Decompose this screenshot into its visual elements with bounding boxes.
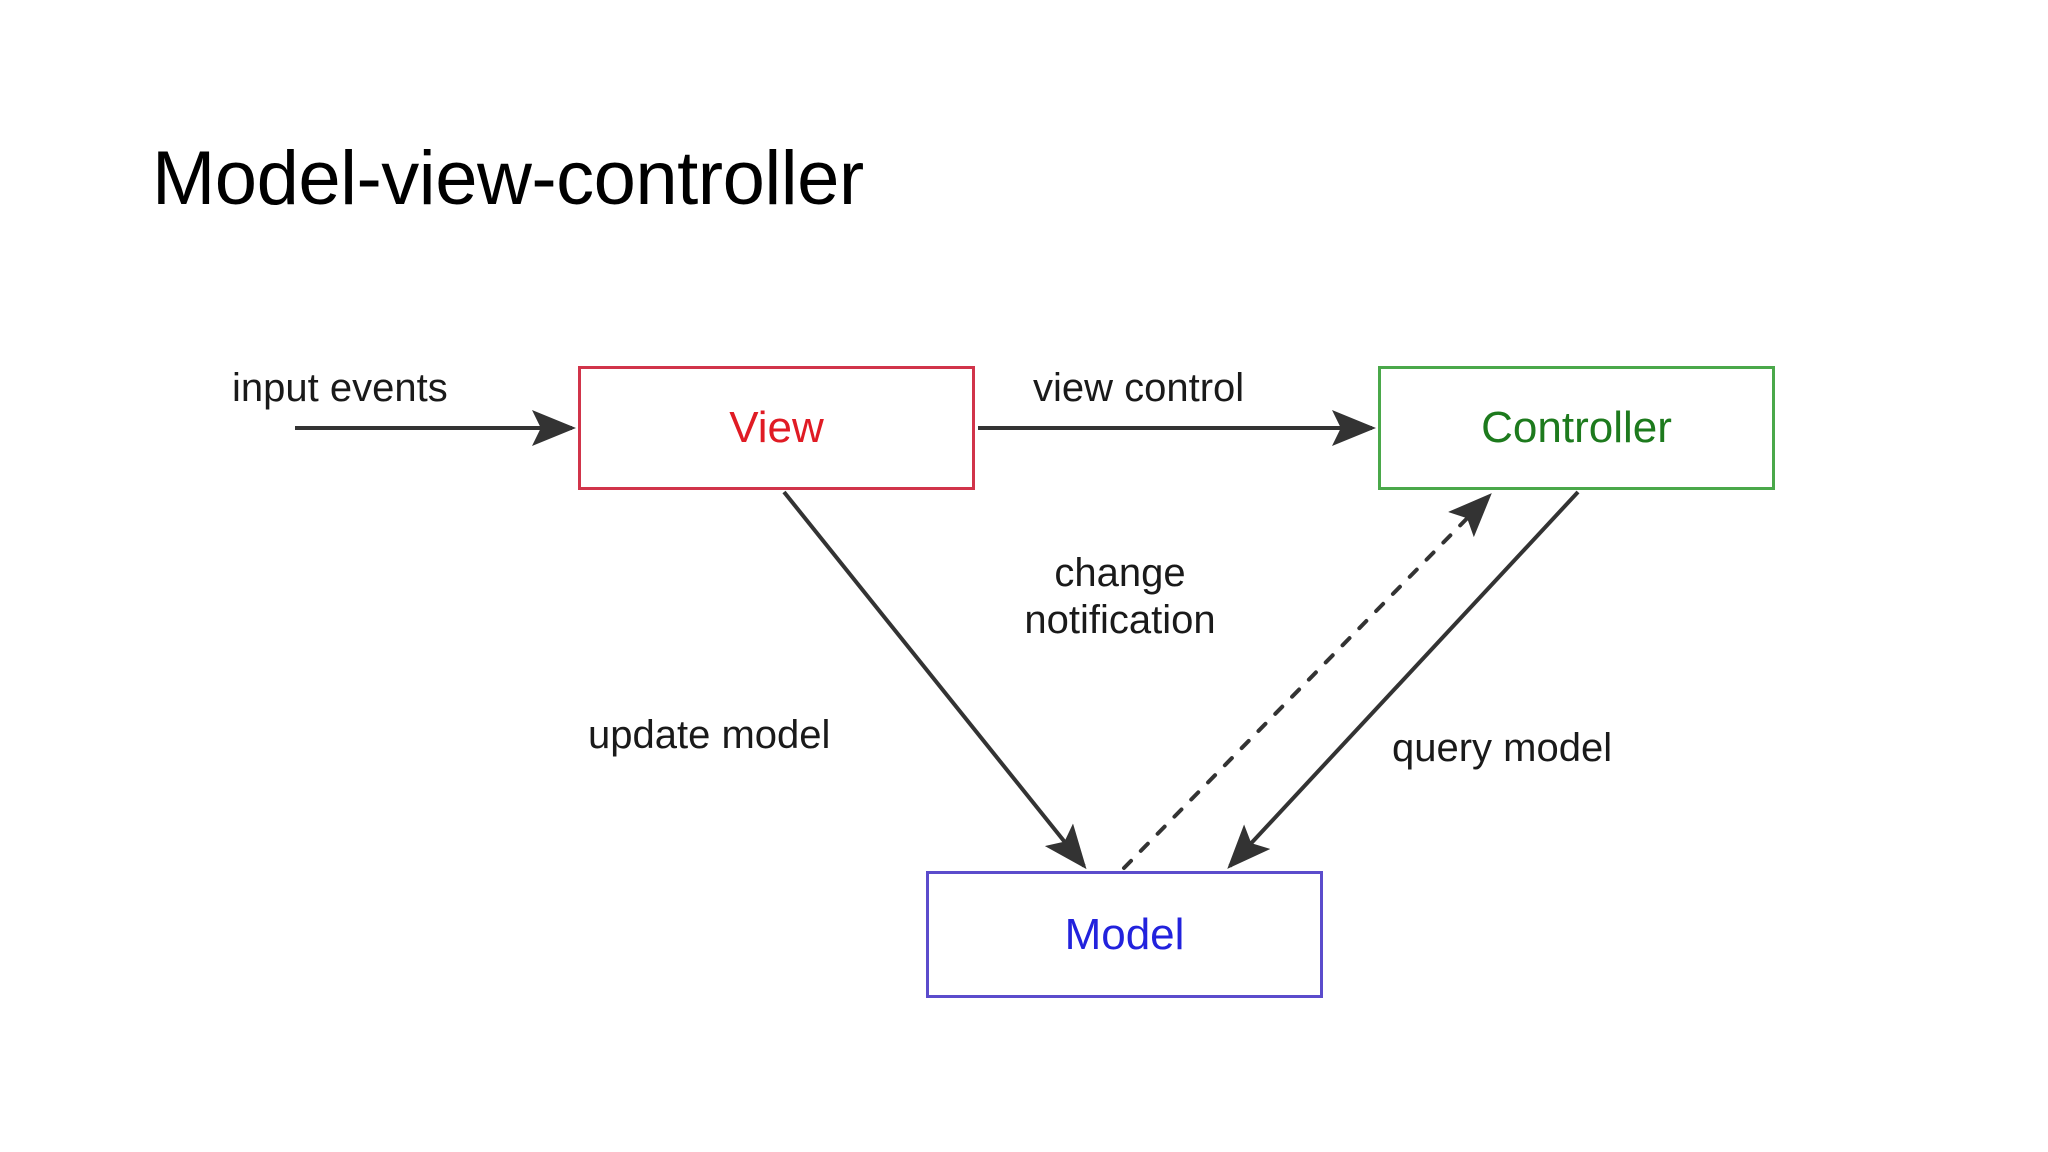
edge-change-notification xyxy=(1122,493,1492,870)
edge-update-model xyxy=(782,490,1087,870)
node-model[interactable]: Model xyxy=(926,871,1323,998)
node-controller[interactable]: Controller xyxy=(1378,366,1775,490)
edge-label-input-events: input events xyxy=(232,366,448,410)
node-view[interactable]: View xyxy=(578,366,975,490)
edge-label-change-notification: change notification xyxy=(1024,551,1216,643)
node-view-label: View xyxy=(729,403,824,452)
node-controller-label: Controller xyxy=(1481,403,1672,452)
edge-query-model xyxy=(1227,490,1580,869)
page-title: Model-view-controller xyxy=(152,135,864,221)
node-model-label: Model xyxy=(1064,909,1185,959)
edge-label-query-model: query model xyxy=(1392,726,1613,770)
edge-label-update-model: update model xyxy=(588,713,831,757)
edge-label-view-control: view control xyxy=(1033,366,1245,410)
